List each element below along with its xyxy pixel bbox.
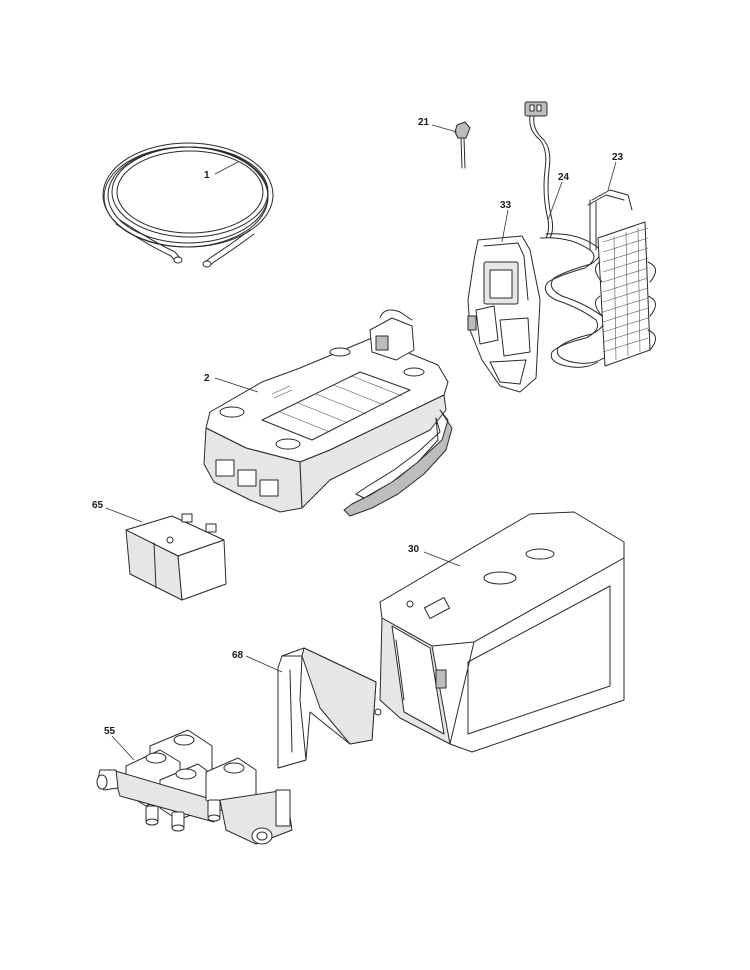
- thermistor-sensor-icon: [454, 121, 471, 169]
- duct-cover-icon: [277, 647, 382, 769]
- part-label-21: 21: [418, 117, 430, 128]
- leader-lines: [105, 124, 617, 761]
- part-label-68: 68: [232, 650, 244, 661]
- bracket-cover-icon: [125, 513, 227, 601]
- water-tube-coil-icon: [102, 142, 274, 268]
- water-valve-icon: [96, 729, 293, 845]
- part-label-24: 24: [558, 172, 570, 183]
- part-label-33: 33: [500, 200, 512, 211]
- part-label-55: 55: [104, 726, 116, 737]
- evaporator-coil-icon: [587, 189, 656, 367]
- part-label-65: 65: [92, 500, 104, 511]
- part-label-23: 23: [612, 152, 624, 163]
- part-label-1: 1: [204, 170, 210, 181]
- ice-compartment-housing-icon: [379, 511, 625, 753]
- part-label-30: 30: [408, 544, 420, 555]
- defrost-heater-icon: [524, 101, 605, 368]
- part-label-2: 2: [204, 373, 210, 384]
- evaporator-cover-icon: [467, 235, 541, 393]
- ice-maker-assembly-icon: [203, 309, 453, 517]
- part-labels: 1 2 21 23 24 33 65 30 68 55: [92, 117, 624, 737]
